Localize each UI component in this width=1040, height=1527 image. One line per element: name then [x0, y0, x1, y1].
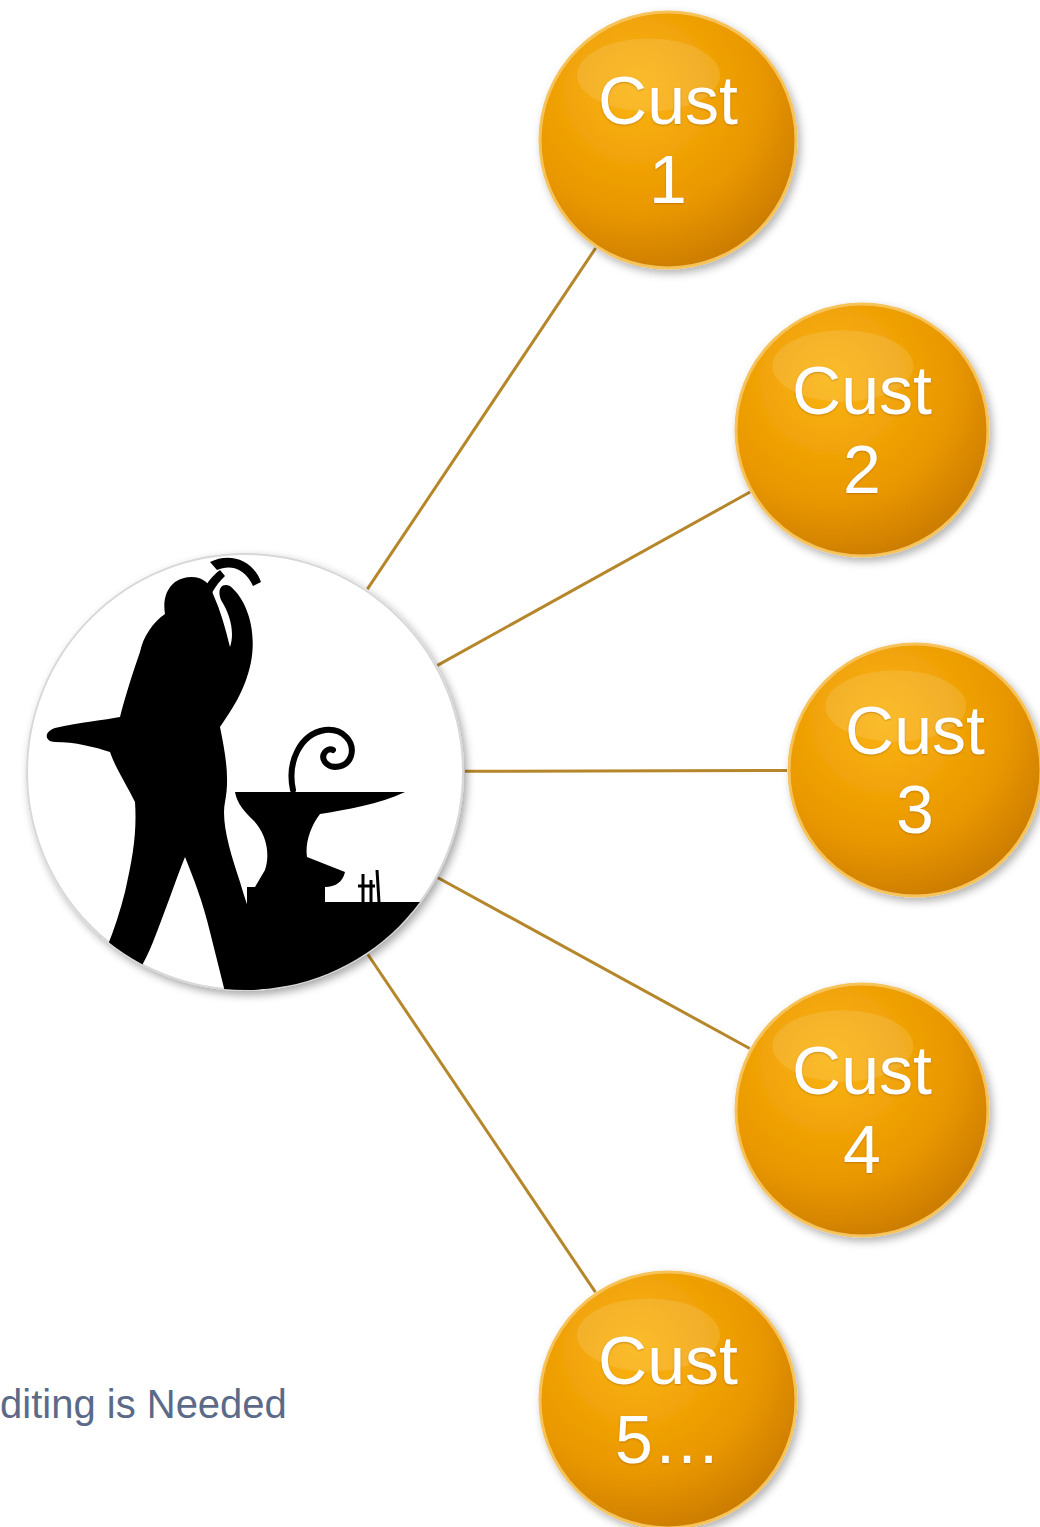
customer-node: Cust 2	[734, 302, 990, 558]
connector-line	[437, 492, 750, 665]
customer-circle	[540, 12, 796, 268]
customer-node: Cust 1	[538, 10, 798, 270]
connector-line	[438, 878, 750, 1049]
node-outline	[538, 1270, 798, 1527]
connector-line	[465, 769, 787, 773]
node-outline	[538, 10, 798, 270]
note-text: diting is Needed	[0, 1382, 287, 1427]
node-label: Cust 1	[588, 61, 748, 219]
node-outline	[787, 642, 1040, 898]
node-outline	[734, 982, 990, 1238]
connector-line	[368, 954, 595, 1292]
connector-line	[367, 248, 595, 589]
customer-node: Cust 5…	[538, 1270, 798, 1527]
customer-node: Cust 3	[787, 642, 1040, 898]
customer-circle	[736, 984, 988, 1236]
node-label: Cust 5…	[588, 1321, 748, 1479]
customer-circle	[540, 1272, 796, 1527]
node-label: Cust 4	[782, 1031, 942, 1189]
node-label: Cust 2	[782, 351, 942, 509]
spiral-ornament	[292, 730, 352, 790]
node-outline	[734, 302, 990, 558]
customer-node: Cust 4	[734, 982, 990, 1238]
customer-circle	[736, 304, 988, 556]
node-label: Cust 3	[835, 691, 995, 849]
node-outline	[25, 552, 465, 992]
customer-circle	[789, 644, 1040, 896]
blacksmith-silhouette	[47, 558, 445, 992]
blacksmith-node	[25, 552, 465, 992]
